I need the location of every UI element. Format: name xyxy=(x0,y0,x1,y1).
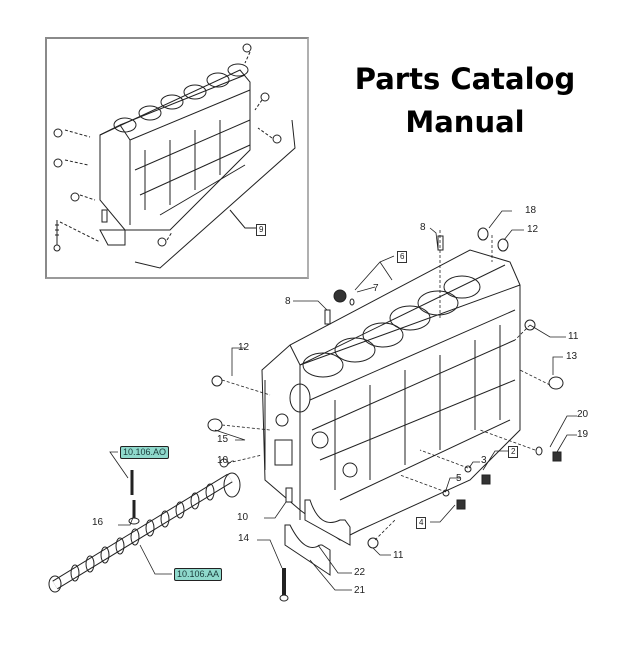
callout-20: 20 xyxy=(577,409,589,420)
main-engine-block xyxy=(261,249,521,541)
callout-16: 16 xyxy=(92,517,104,528)
callout-5: 5 xyxy=(456,473,462,484)
title-line-2: Manual xyxy=(405,105,525,139)
callout-8-top: 8 xyxy=(420,222,426,233)
callout-11-lower: 11 xyxy=(393,550,404,561)
inset-engine-block xyxy=(53,43,296,269)
callout-13: 13 xyxy=(566,351,578,362)
callout-14: 14 xyxy=(238,533,250,544)
callout-18: 18 xyxy=(525,205,537,216)
callout-19: 19 xyxy=(577,429,589,440)
callout-4-box: 4 xyxy=(416,517,427,529)
callout-2-box: 2 xyxy=(508,446,519,458)
reference-tag-10-106-ao[interactable]: 10.106.AO xyxy=(120,446,170,459)
bearing-caps xyxy=(284,487,351,576)
callout-15: 15 xyxy=(217,434,229,445)
callout-8-left: 8 xyxy=(285,296,291,307)
title-line-1: Parts Catalog xyxy=(354,62,576,96)
callout-22: 22 xyxy=(354,567,366,578)
camshaft xyxy=(48,472,241,593)
callout-10-upper: 10 xyxy=(217,455,229,466)
callout-3: 3 xyxy=(481,455,487,466)
callout-12-right: 12 xyxy=(527,224,539,235)
callout-12-left: 12 xyxy=(238,342,250,353)
callout-7: 7 xyxy=(373,283,379,294)
callout-9-box: 9 xyxy=(256,224,267,236)
page-title: Parts Catalog Manual xyxy=(330,58,600,144)
reference-tag-10-106-aa[interactable]: 10.106.AA xyxy=(174,568,223,581)
callout-10-lower: 10 xyxy=(237,512,249,523)
callout-6-box: 6 xyxy=(397,251,408,263)
leader-lines xyxy=(109,210,577,591)
inset-frame xyxy=(45,37,309,279)
callout-21: 21 xyxy=(354,585,366,596)
callout-11-right: 11 xyxy=(568,331,579,342)
